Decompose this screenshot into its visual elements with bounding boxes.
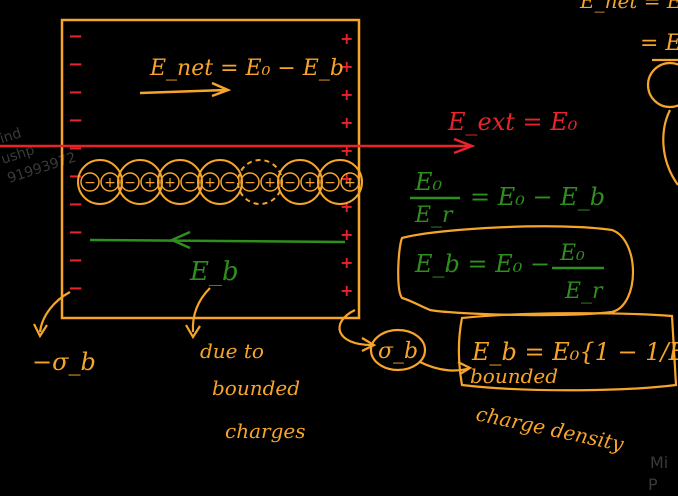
dipole-charge-circle xyxy=(320,172,340,192)
left-charge-minus: − xyxy=(68,110,83,131)
dipole-charge-sign: + xyxy=(104,175,116,191)
green-equation: E₀ E_r = E₀ − E_b xyxy=(410,168,605,228)
e-net-label: E_net = E₀ − E_b xyxy=(149,56,344,81)
dipole-charge-sign: − xyxy=(284,175,296,191)
green-eq-num: E₀ xyxy=(414,168,443,196)
right-charge-plus: + xyxy=(340,225,353,244)
dipole-charge-circle xyxy=(80,172,100,192)
green-eq-rhs: = E₀ − E_b xyxy=(470,183,605,211)
orange-equation: E_b = E₀{1 − 1/E_r} xyxy=(471,338,678,366)
watermark-line-5: P xyxy=(648,475,658,494)
right-positive-charges: ++++++++++ xyxy=(340,29,353,300)
dipole-charge-sign: + xyxy=(344,175,356,191)
green-boxed-equation: E_b = E₀ − E₀ E_r xyxy=(414,241,604,304)
dipole-ellipse xyxy=(237,159,283,205)
dipole-charge-circle xyxy=(160,172,180,192)
right-edge-eq: = E xyxy=(640,31,678,56)
dipole-charge-circle xyxy=(200,172,220,192)
bounded-line-1: bounded xyxy=(470,364,558,388)
due-to-line-1: due to xyxy=(200,339,264,363)
right-charge-plus: + xyxy=(340,57,353,76)
sigma-b-circle xyxy=(369,328,427,372)
green-eq-den: E_r xyxy=(414,203,454,228)
dipole-charge-sign: − xyxy=(84,175,96,191)
dipole-charge-sign: + xyxy=(164,175,176,191)
left-charge-minus: − xyxy=(68,250,83,271)
right-charge-plus: + xyxy=(340,141,353,160)
dipole-ellipse xyxy=(197,159,243,205)
left-negative-charges: − − − − − − − − − − xyxy=(68,26,83,299)
e-net-arrow xyxy=(139,81,232,98)
due-to-note: due to bounded charges xyxy=(200,339,305,443)
right-charge-plus: + xyxy=(340,85,353,104)
right-edge-shapes xyxy=(646,58,678,186)
dipole-charge-circle xyxy=(340,172,360,192)
dipole-charge-sign: − xyxy=(184,175,196,191)
left-charge-minus: − xyxy=(68,222,83,243)
bound-field-arrow xyxy=(89,230,346,250)
boxed-eq-den: E_r xyxy=(564,279,604,304)
dipole-charge-sign: + xyxy=(144,175,156,191)
bounded-line-2: charge density xyxy=(474,401,626,456)
e-ext-label: E_ext = E₀ xyxy=(447,108,578,136)
bounded-density-note: bounded charge density xyxy=(470,364,626,456)
left-charge-minus: − xyxy=(68,26,83,47)
watermark-line-1: ind xyxy=(0,125,23,147)
dipole-charge-circle xyxy=(280,172,300,192)
dipole-ellipse xyxy=(117,159,163,205)
right-charge-plus: + xyxy=(340,113,353,132)
watermark-line-4: Mi xyxy=(650,453,668,472)
dipole-charge-sign: − xyxy=(224,175,236,191)
dipole-charge-sign: − xyxy=(324,175,336,191)
left-charge-minus: − xyxy=(68,54,83,75)
due-to-line-3: charges xyxy=(225,419,305,443)
watermark: ind ushp 91993972 xyxy=(0,125,78,186)
left-charge-minus: − xyxy=(68,138,83,159)
dipole-charge-sign: + xyxy=(304,175,316,191)
sigma-b-circled: σ_b xyxy=(378,339,418,364)
left-charge-minus: − xyxy=(68,82,83,103)
dielectric-slab xyxy=(60,18,361,320)
dipole-chain: −+−++−+−−+−+−+ xyxy=(77,159,363,205)
dipole-charge-sign: − xyxy=(124,175,136,191)
right-charge-plus: + xyxy=(340,281,353,300)
minus-sigma-b: −σ_b xyxy=(32,348,96,376)
watermark-right: Mi P xyxy=(648,453,668,494)
dipole-charge-circle xyxy=(240,172,260,192)
due-to-line-2: bounded xyxy=(212,376,300,400)
boxed-eq-num: E₀ xyxy=(559,241,585,266)
dipole-charge-circle xyxy=(220,172,240,192)
eb-label: E_b xyxy=(189,257,239,287)
external-field-arrow xyxy=(0,137,476,155)
dipole-charge-sign: + xyxy=(204,175,216,191)
right-edge-top: E_net = E xyxy=(579,0,678,13)
dipole-charge-sign: + xyxy=(264,175,276,191)
right-charge-plus: + xyxy=(340,253,353,272)
dipole-ellipse xyxy=(277,159,323,205)
dipole-charge-sign: − xyxy=(244,175,256,191)
pointer-arrows xyxy=(33,287,473,375)
dipole-charge-circle xyxy=(120,172,140,192)
left-charge-minus: − xyxy=(68,166,83,187)
dipole-ellipse xyxy=(77,159,123,205)
left-charge-minus: − xyxy=(68,278,83,299)
boxed-eq-left: E_b = E₀ − xyxy=(414,250,550,278)
dipole-ellipse xyxy=(157,159,203,205)
left-charge-minus: − xyxy=(68,194,83,215)
dipole-ellipse xyxy=(317,159,363,205)
right-charge-plus: + xyxy=(340,29,353,48)
orange-eq-box xyxy=(457,312,678,392)
